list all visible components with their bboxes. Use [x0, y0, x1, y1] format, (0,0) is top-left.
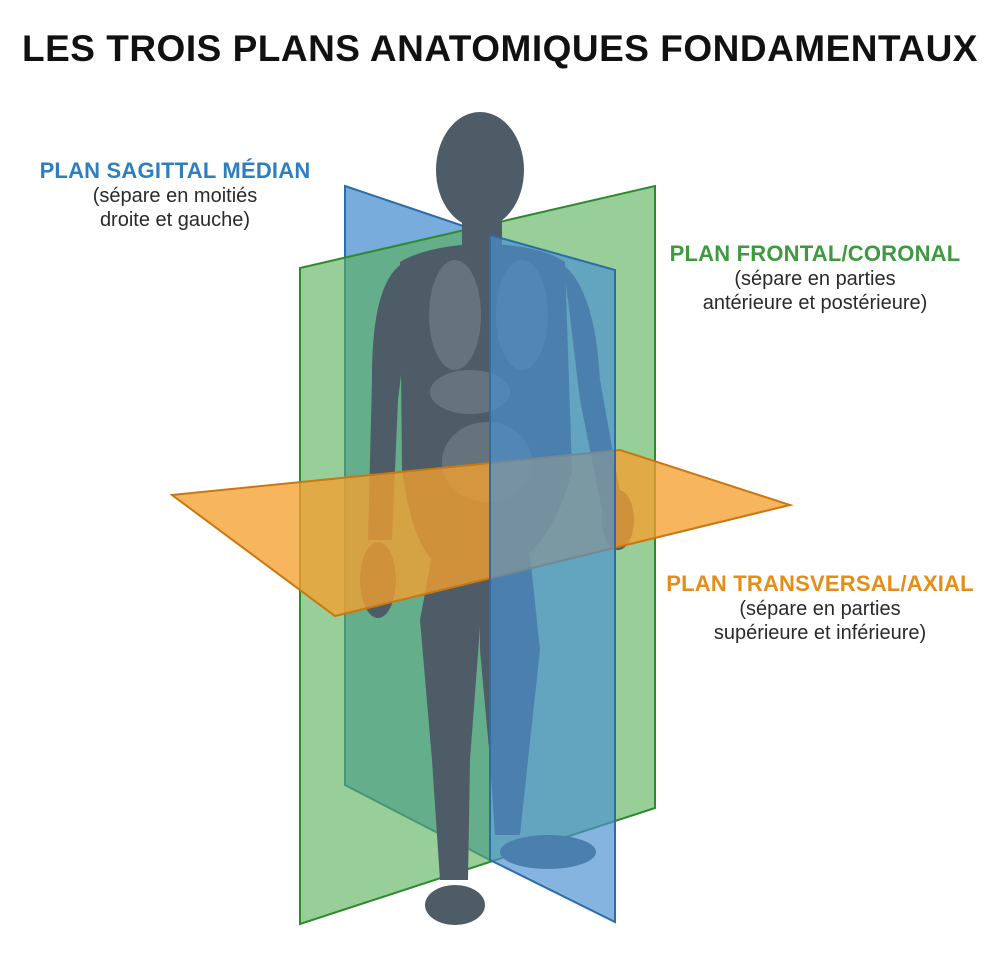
transverse-plane-description-2: supérieure et inférieure) — [713, 622, 927, 645]
frontal-plane-label: PLAN FRONTAL/CORONAL (sépare en parties … — [660, 241, 970, 315]
sagittal-plane-front — [489, 233, 616, 924]
frontal-plane-name: PLAN FRONTAL/CORONAL — [669, 241, 961, 266]
transverse-plane-name: PLAN TRANSVERSAL/AXIAL — [666, 571, 974, 596]
diagram-title: LES TROIS PLANS ANATOMIQUES FONDAMENTAUX — [22, 28, 978, 69]
frontal-plane-description-2: antérieure et postérieure) — [702, 292, 928, 315]
transverse-plane-description-1: (sépare en parties — [739, 598, 901, 621]
transverse-plane — [169, 448, 794, 618]
sagittal-plane-description-1: (sépare en moitiés — [92, 185, 258, 208]
frontal-plane-description-1: (sépare en parties — [734, 268, 896, 291]
sagittal-plane-label: PLAN SAGITTAL MÉDIAN (sépare en moitiés … — [20, 158, 330, 232]
transverse-plane-label: PLAN TRANSVERSAL/AXIAL (sépare en partie… — [660, 571, 980, 645]
sagittal-plane-name: PLAN SAGITTAL MÉDIAN — [39, 158, 311, 183]
sagittal-plane-description-2: droite et gauche) — [99, 209, 251, 232]
